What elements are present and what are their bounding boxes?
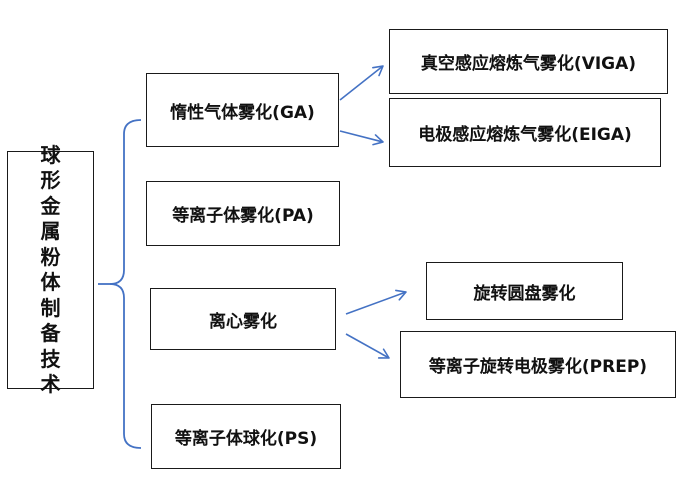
method-node-centrifugal: 离心雾化 — [150, 288, 336, 350]
root-char: 体 — [40, 270, 61, 294]
root-char: 形 — [40, 168, 61, 192]
root-char: 技 — [40, 346, 61, 371]
arrow-centrifugal-to-prep — [345, 333, 390, 359]
method-node-ps: 等离子体球化(PS) — [151, 404, 341, 469]
method-node-pa: 等离子体雾化(PA) — [146, 181, 340, 246]
root-char: 粉 — [40, 244, 61, 269]
root-char: 金 — [40, 193, 61, 218]
submethod-node-prep: 等离子旋转电极雾化(PREP) — [400, 331, 676, 398]
method-node-ga: 惰性气体雾化(GA) — [146, 73, 339, 147]
root-char: 制 — [40, 295, 61, 320]
arrow-centrifugal-to-disc — [345, 289, 407, 315]
root-char: 属 — [40, 219, 61, 243]
root-node: 球 形 金 属 粉 体 制 备 技 术 — [7, 143, 94, 396]
arrow-ga-to-viga — [339, 65, 384, 101]
root-char: 球 — [40, 142, 61, 167]
submethod-node-viga: 真空感应熔炼气雾化(VIGA) — [389, 29, 668, 94]
submethod-node-rotating-disc: 旋转圆盘雾化 — [426, 262, 623, 320]
root-char: 备 — [40, 321, 61, 345]
root-char: 术 — [40, 372, 61, 396]
arrow-ga-to-eiga — [339, 130, 384, 146]
submethod-node-eiga: 电极感应熔炼气雾化(EIGA) — [389, 98, 661, 167]
curly-bracket — [109, 119, 142, 449]
